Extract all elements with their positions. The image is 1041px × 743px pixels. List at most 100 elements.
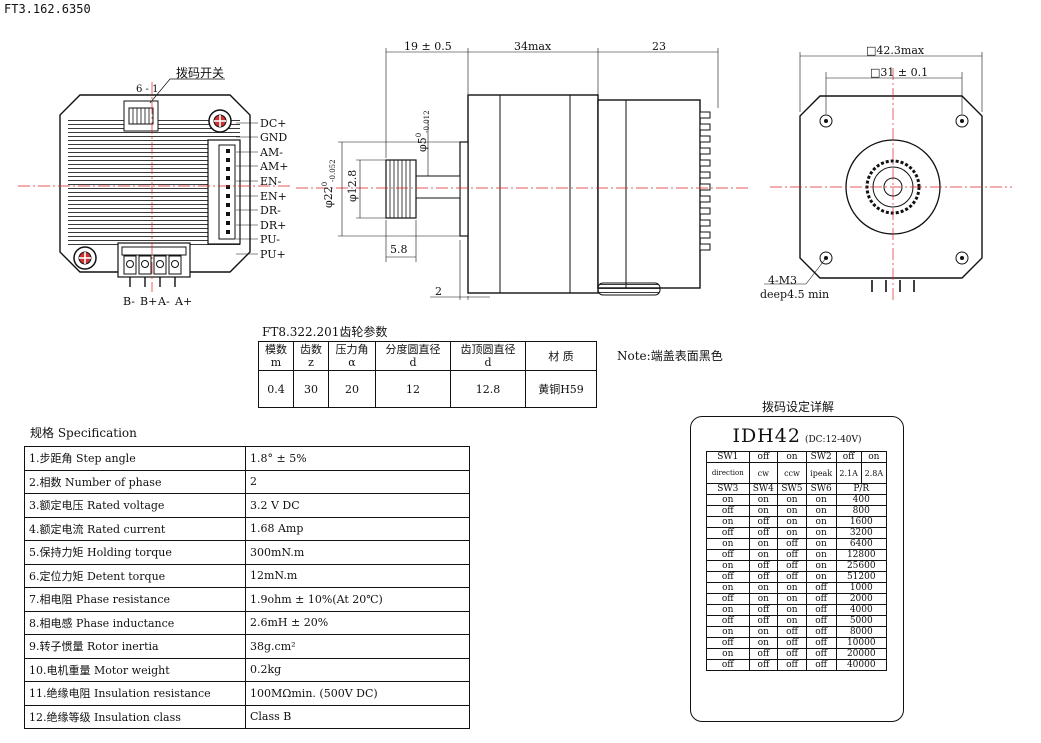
spec-label: 10.电机重量 Motor weight [24, 657, 246, 682]
dip-header-row: SW1 off on SW2 off on [706, 451, 888, 463]
dip-cell: on [706, 516, 750, 528]
dip-settings-box: IDH42(DC:12-40V) SW1 off on SW2 off on d… [690, 416, 904, 722]
dip-cell: SW6 [805, 483, 837, 495]
motor-front-view [764, 52, 1012, 300]
dip-cell: off [748, 527, 779, 539]
dip-cell: on [805, 560, 837, 572]
dip-cell: 3200 [835, 527, 888, 539]
dip-cell: ccw [777, 462, 807, 484]
dip-cell: 8000 [835, 626, 888, 638]
dip-cell: on [706, 538, 750, 550]
dip-cell: off [805, 604, 837, 616]
dip-model: IDH42 [732, 425, 801, 447]
spec-label: 9.转子惯量 Rotor inertia [24, 634, 246, 659]
screw-icon [208, 109, 232, 133]
spec-label: 12.绝缘等级 Insulation class [24, 704, 246, 729]
dim-gear-length: 5.8 [390, 243, 408, 256]
dip-cell: off [706, 615, 750, 627]
pin-label: DC+ [260, 117, 287, 130]
dip-cell: off [777, 659, 807, 671]
spec-label: 7.相电阻 Phase resistance [24, 587, 246, 612]
dip-cell: off [748, 571, 779, 583]
dip-cell: on [805, 527, 837, 539]
dip-cell: on [777, 516, 807, 528]
dip-cell: P/R [835, 483, 888, 495]
dip-cell: on [748, 505, 779, 517]
dip-cell: off [777, 571, 807, 583]
spec-label: 4.额定电流 Rated current [24, 516, 246, 541]
gear-header-cell: 材 质 [525, 341, 597, 371]
dip-cell: on [748, 637, 779, 649]
dip-cell: on [805, 549, 837, 561]
dip-cell: on [860, 451, 888, 463]
dip-header-row: SW3 SW4 SW5 SW6 P/R [706, 483, 888, 495]
dip-cell: 12800 [835, 549, 888, 561]
dip-cell: 2.8A [860, 462, 888, 484]
gear-value-cell: 0.4 [258, 370, 294, 408]
dip-cell: 2000 [835, 593, 888, 605]
dip-cell: on [777, 527, 807, 539]
dim-shaft-diameter: φ50-0.012 [415, 110, 431, 152]
dip-model-title: IDH42(DC:12-40V) [691, 425, 903, 447]
dip-cell: off [748, 516, 779, 528]
pin-label: GND [260, 131, 288, 144]
dim-length-1: 19 ± 0.5 [404, 40, 452, 53]
switch-range-label: 6 - 1 [136, 84, 159, 95]
dip-cell: off [748, 648, 779, 660]
dip-cell: on [748, 538, 779, 550]
dim-depth: deep4.5 min [760, 288, 830, 301]
dip-cell: SW5 [777, 483, 807, 495]
spec-label: 11.绝缘电阻 Insulation resistance [24, 681, 246, 706]
dip-cell: off [805, 626, 837, 638]
motor-side-view [296, 48, 748, 300]
spec-value: 12mN.m [245, 563, 470, 588]
technical-drawing [18, 48, 1012, 300]
dip-cell: 4000 [835, 604, 888, 616]
dip-cell: SW1 [706, 451, 750, 463]
dip-cell: on [748, 582, 779, 594]
dim-hole-pitch: □31 ± 0.1 [870, 66, 929, 79]
dip-cell: off [706, 593, 750, 605]
spec-label: 2.相数 Number of phase [24, 469, 246, 494]
dip-cell: on [748, 549, 779, 561]
spec-title: 规格 Specification [30, 426, 137, 440]
dip-cell: on [748, 593, 779, 605]
dip-cell: off [805, 593, 837, 605]
dip-cell: cw [748, 462, 779, 484]
dip-cell: on [805, 571, 837, 583]
dip-cell: SW2 [805, 451, 837, 463]
dip-cell: off [706, 505, 750, 517]
dip-cell: on [748, 494, 779, 506]
pin-label: PU+ [260, 248, 286, 261]
spec-value: 38g.cm² [245, 634, 470, 659]
spec-value: 300mN.m [245, 540, 470, 565]
dim-length-2: 34max [514, 40, 552, 53]
dip-cell: off [706, 571, 750, 583]
dip-cell: 5000 [835, 615, 888, 627]
spec-value: 2.6mH ± 20% [245, 610, 470, 635]
gear-value-row: 0.4 30 20 12 12.8 黄铜H59 [258, 370, 597, 408]
dip-cell: off [706, 659, 750, 671]
dip-cell: off [777, 560, 807, 572]
dip-cell: off [706, 527, 750, 539]
dip-cell: off [748, 659, 779, 671]
dip-cell: 800 [835, 505, 888, 517]
dip-cell: off [777, 538, 807, 550]
